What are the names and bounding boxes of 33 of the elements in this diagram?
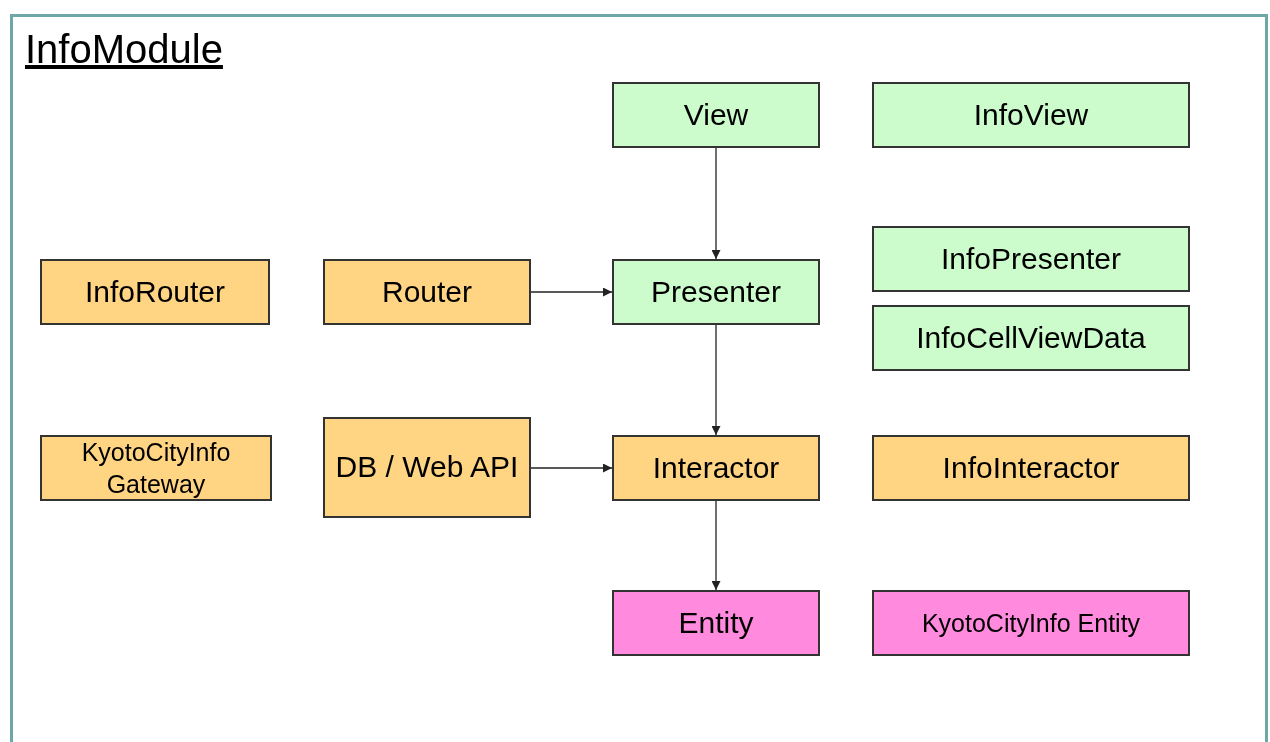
component-box xyxy=(612,259,820,325)
component-box xyxy=(872,435,1190,501)
component-label: Entity xyxy=(678,605,754,641)
arrow xyxy=(711,324,721,436)
module-title: InfoModule xyxy=(25,27,223,72)
component-label: InfoView xyxy=(973,97,1089,133)
component-label: InfoCellViewData xyxy=(916,320,1146,356)
component-label: View xyxy=(683,97,749,133)
module-frame xyxy=(10,14,1268,742)
component-box xyxy=(612,590,820,656)
component-box xyxy=(40,435,272,501)
component-box xyxy=(323,417,531,518)
component-box xyxy=(872,82,1190,148)
component-label: Router xyxy=(381,274,472,310)
component-label: KyotoCityInfo Gateway xyxy=(80,436,232,500)
component-box xyxy=(612,82,820,148)
component-box xyxy=(872,590,1190,656)
component-label: Interactor xyxy=(652,450,780,486)
component-box xyxy=(612,435,820,501)
arrow xyxy=(711,147,721,260)
arrow xyxy=(711,500,721,591)
component-box xyxy=(872,226,1190,292)
component-label: InfoRouter xyxy=(84,274,226,310)
component-label: KyotoCityInfo Entity xyxy=(921,607,1141,639)
component-label: InfoPresenter xyxy=(940,241,1122,277)
component-box xyxy=(872,305,1190,371)
component-box xyxy=(323,259,531,325)
component-label: Presenter xyxy=(650,274,782,310)
arrow xyxy=(530,463,613,473)
arrow xyxy=(530,287,613,297)
component-label: InfoInteractor xyxy=(942,450,1120,486)
component-label: DB / Web API xyxy=(335,450,519,485)
component-box xyxy=(40,259,270,325)
